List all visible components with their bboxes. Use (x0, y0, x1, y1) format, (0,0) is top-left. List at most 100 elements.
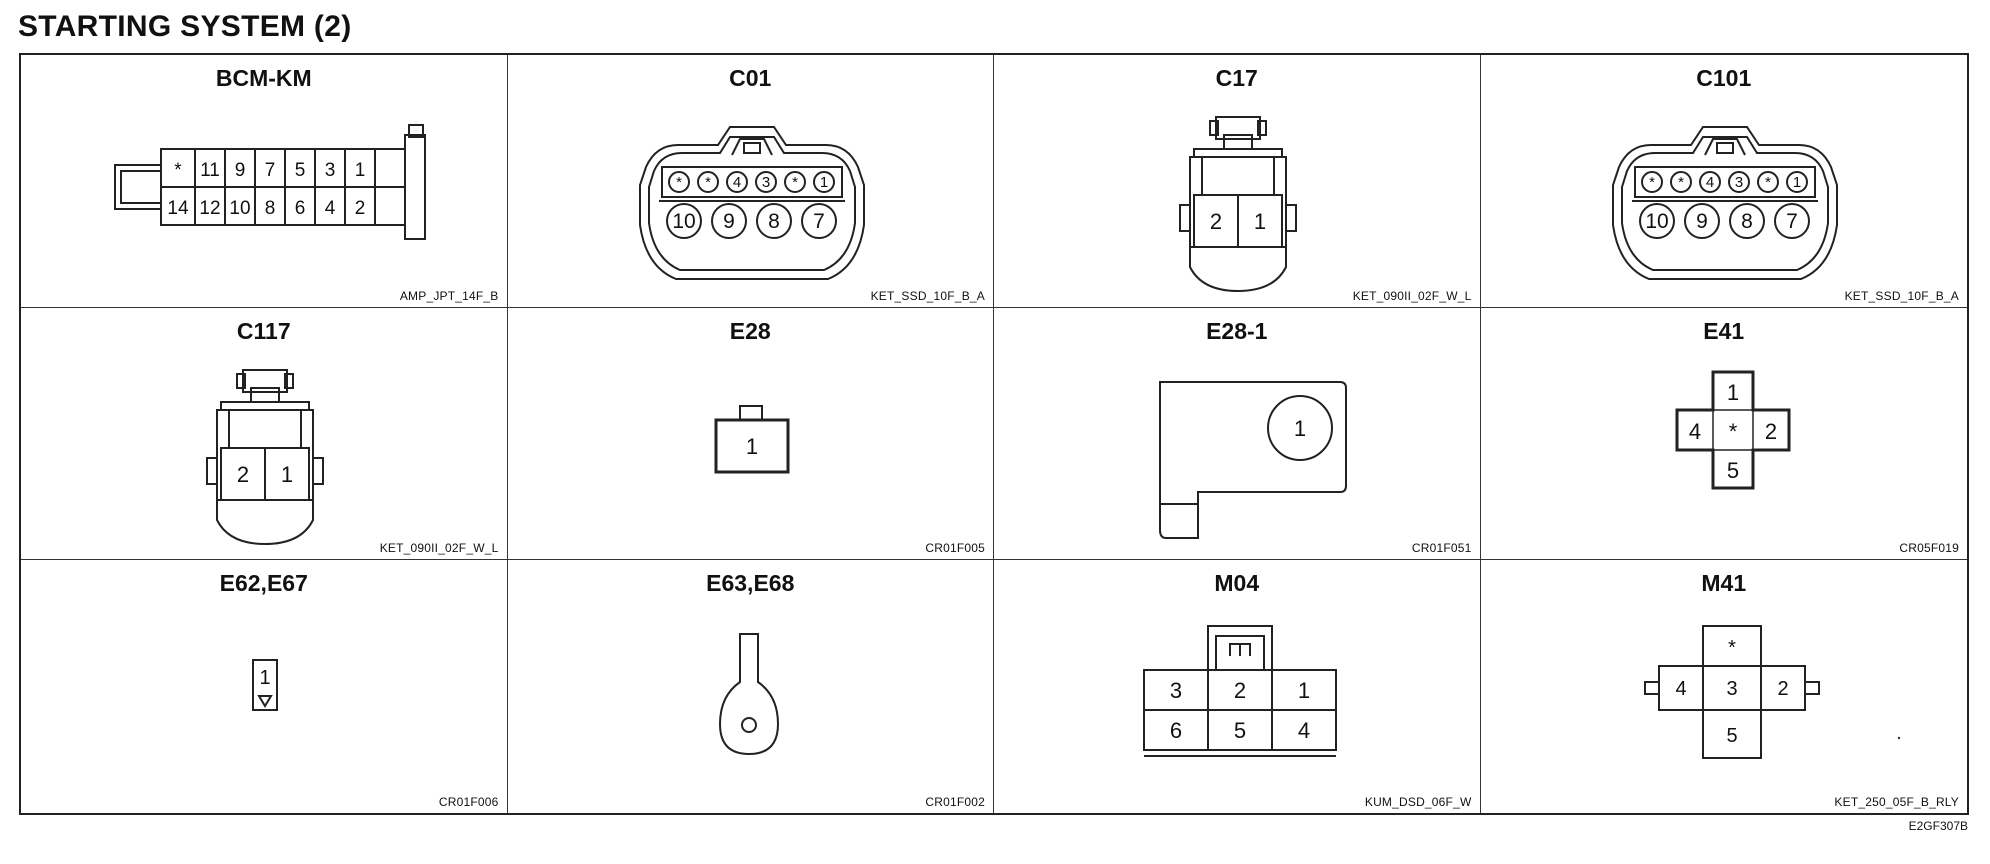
pin-label: 4 (1298, 718, 1310, 743)
pin-label: 6 (295, 198, 306, 219)
connector-cell-c01: C01 (507, 55, 994, 308)
connector-code: KET_090II_02F_W_L (1352, 288, 1472, 303)
pin-label: 1 (819, 174, 827, 191)
pin-label: 2 (237, 462, 249, 487)
pin-label: 7 (813, 210, 825, 233)
pin-label: * (676, 174, 682, 191)
pin-label: 5 (1726, 458, 1738, 483)
pin-label: 10 (672, 210, 695, 233)
pin-label: 3 (325, 160, 336, 181)
pin-label: 1 (281, 462, 293, 487)
pin-label: 2 (1234, 678, 1246, 703)
pin-label: 10 (229, 198, 250, 219)
connector-cell-bcm-km: BCM-KM * (21, 55, 508, 308)
connector-cell-e62-e67: E62,E67 1 CR01F006 (21, 560, 508, 813)
e62-e67-svg: 1 (252, 659, 278, 712)
pin-label: 1 (1726, 380, 1738, 405)
m41-svg: * 4 3 2 5 (1643, 625, 1900, 760)
connector-name: E62,E67 (219, 570, 308, 597)
pin-label: 8 (265, 198, 276, 219)
pin-label: 3 (761, 174, 769, 191)
connector-code: CR01F002 (925, 795, 985, 809)
pin-label: 3 (1726, 678, 1737, 700)
pin-label: 11 (200, 160, 220, 181)
connector-name: C101 (1696, 65, 1752, 91)
bcm-km-svg: * 11 9 7 5 3 1 14 12 10 8 6 4 2 (114, 124, 426, 240)
connector-name: M41 (1701, 570, 1747, 597)
connector-code: KET_250_05F_B_RLY (1834, 795, 1959, 809)
connector-cell-e41: E41 1 4 * 2 5 (1480, 308, 1967, 561)
ring-terminal-icon (718, 633, 779, 756)
pin-label: 4 (1675, 678, 1686, 700)
e28-svg: 1 (714, 404, 789, 474)
connector-code: KUM_DSD_06F_W (1364, 795, 1472, 809)
connector-drawing-c117: 2 1 (21, 308, 507, 560)
pin-label: 1 (1294, 416, 1306, 441)
pin-label: 7 (1786, 210, 1798, 233)
connector-drawing-c17: 2 1 (994, 55, 1480, 307)
connector-drawing-e28-1: 1 (994, 308, 1480, 560)
connector-code: KET_SSD_10F_B_A (870, 288, 985, 303)
connector-name: E28-1 (1206, 317, 1268, 344)
pin-label: 5 (1726, 725, 1737, 747)
c117-svg: 2 1 (206, 368, 324, 545)
c101-svg: * * 4 3 * 1 10 9 8 7 (1611, 126, 1838, 280)
connector-cell-e28-1: E28-1 1 CR01F051 (994, 307, 1481, 561)
pin-label: 1 (745, 434, 757, 459)
connector-cell-c101: C101 (1480, 55, 1968, 308)
connector-drawing-c01: * * 4 3 * 1 10 9 8 7 (508, 55, 994, 307)
connector-name: C117 (236, 317, 291, 344)
pin-label: * (705, 174, 711, 191)
pin-label: 4 (1688, 419, 1700, 444)
connector-code: KET_SSD_10F_B_A (1844, 288, 1959, 303)
e28-1-svg: 1 (1159, 380, 1347, 539)
connector-name: C01 (729, 65, 772, 91)
connector-grid: BCM-KM * (19, 53, 1969, 815)
pin-label: 4 (732, 174, 740, 191)
connector-drawing-c101: * * 4 3 * 1 10 9 8 7 (1481, 55, 1968, 307)
connector-name: C17 (1215, 65, 1258, 91)
pin-label: 3 (1170, 678, 1182, 703)
connector-drawing-e28: 1 (508, 308, 994, 560)
pin-label: 2 (1764, 419, 1776, 444)
pin-label: 3 (1734, 174, 1742, 191)
connector-cell-e63-e68: E63,E68 CR01F002 (508, 560, 994, 813)
pin-label: 9 (1696, 210, 1708, 233)
pin-label: 9 (723, 210, 735, 233)
e41-svg: 1 4 * 2 5 (1675, 370, 1790, 490)
pin-label: 2 (1210, 209, 1222, 234)
pin-label: * (1728, 637, 1736, 659)
m04-svg: 3 2 1 6 5 4 (1143, 625, 1337, 758)
pin-label: * (1678, 174, 1684, 191)
pin-label: 4 (325, 198, 336, 219)
connector-drawing-bcm-km: * 11 9 7 5 3 1 14 12 10 8 6 4 2 (21, 55, 507, 307)
pin-label: 1 (1254, 209, 1266, 234)
pin-label: 5 (1234, 718, 1246, 743)
connector-code: CR05F019 (1899, 541, 1959, 556)
pin-label: 6 (1170, 718, 1182, 743)
pin-label: 1 (259, 667, 270, 689)
c17-svg: 2 1 (1179, 116, 1297, 293)
connector-cell-m41: M41 * 4 3 2 5 (1481, 560, 1968, 813)
figure-reference: E2GF307B (1908, 819, 1968, 833)
c01-svg: * * 4 3 * 1 10 9 8 7 (638, 126, 865, 280)
page-title: STARTING SYSTEM (2) (18, 10, 352, 43)
pin-label: 8 (1741, 210, 1753, 233)
pin-label: * (1649, 174, 1655, 191)
pin-label: * (792, 174, 798, 191)
pin-label: 9 (235, 160, 246, 181)
pin-label: 1 (1298, 678, 1310, 703)
pin-label: 1 (355, 160, 366, 181)
connector-drawing-e63-e68 (508, 560, 994, 813)
connector-drawing-e62-e67: 1 (21, 560, 507, 813)
connector-drawing-m41: * 4 3 2 5 (1481, 560, 1968, 813)
pin-label: 4 (1705, 174, 1713, 191)
connector-name: E63,E68 (706, 570, 795, 597)
connector-cell-c17: C17 2 (994, 55, 1481, 308)
pin-label: 5 (295, 160, 306, 181)
connector-name: BCM-KM (215, 65, 312, 91)
pin-label: 2 (355, 198, 366, 219)
connector-cell-c117: C117 2 (21, 307, 508, 561)
connector-code: CR01F051 (1411, 541, 1472, 556)
pin-label: 14 (167, 198, 189, 219)
